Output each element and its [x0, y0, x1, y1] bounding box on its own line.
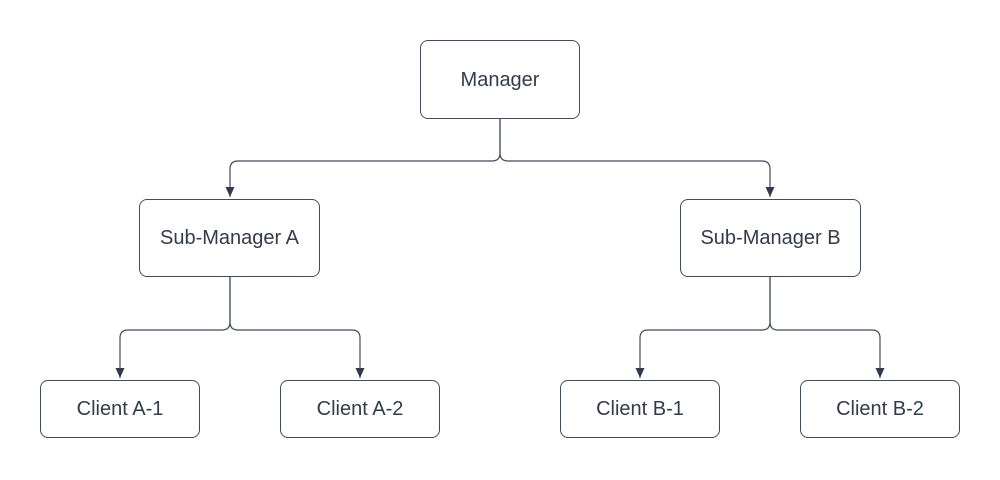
connector-sub-manager-a-to-client-a-1 — [115, 277, 231, 378]
connector-sub-manager-a-to-client-a-2 — [229, 277, 365, 378]
node-sub-manager-a[interactable]: Sub-Manager A — [139, 199, 320, 277]
node-client-b-1[interactable]: Client B-1 — [560, 380, 720, 438]
connector-manager-to-sub-manager-b — [499, 119, 775, 197]
connector-sub-manager-b-to-client-b-1 — [635, 277, 771, 378]
node-sub-manager-b[interactable]: Sub-Manager B — [680, 199, 861, 277]
node-client-b-2-label: Client B-2 — [836, 398, 924, 420]
node-sub-manager-b-label: Sub-Manager B — [700, 227, 841, 249]
node-client-b-2[interactable]: Client B-2 — [800, 380, 960, 438]
connector-sub-manager-b-to-client-b-2 — [769, 277, 885, 378]
node-client-a-2[interactable]: Client A-2 — [280, 380, 440, 438]
node-client-a-1-label: Client A-1 — [76, 398, 164, 420]
node-client-a-2-label: Client A-2 — [316, 398, 404, 420]
node-manager-label: Manager — [460, 68, 540, 91]
node-client-b-1-label: Client B-1 — [596, 398, 684, 420]
connector-manager-to-sub-manager-a — [225, 119, 501, 197]
node-sub-manager-a-label: Sub-Manager A — [160, 227, 299, 249]
node-client-a-1[interactable]: Client A-1 — [40, 380, 200, 438]
node-manager[interactable]: Manager — [420, 40, 580, 119]
